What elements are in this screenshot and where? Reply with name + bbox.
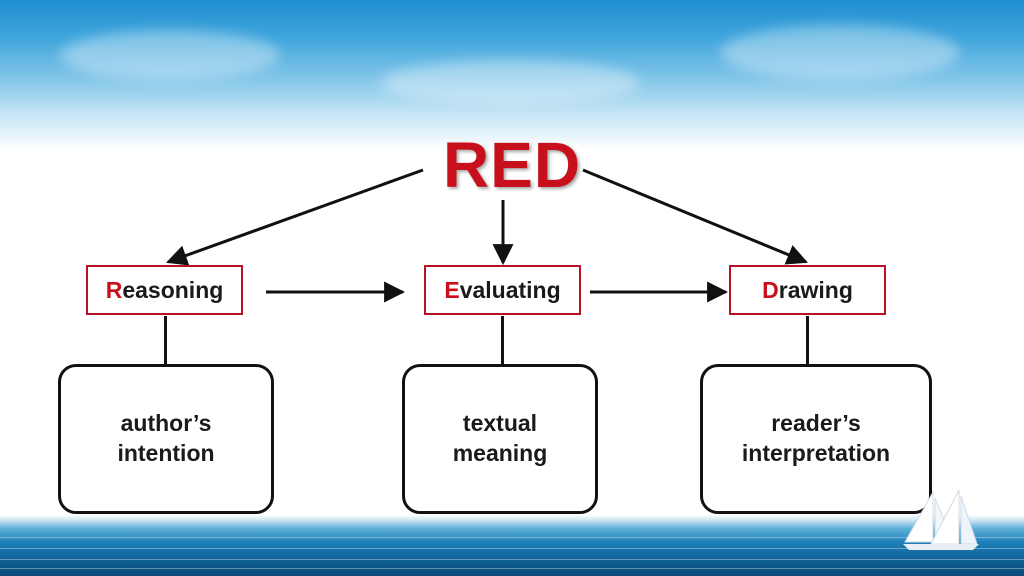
sea-background	[0, 515, 1024, 576]
page-title: RED	[442, 129, 582, 201]
sailboat-icon	[903, 489, 979, 550]
connector-evaluating-box	[501, 316, 504, 364]
box-authors-intention: author’s intention	[58, 364, 274, 514]
box-line: meaning	[452, 440, 548, 466]
step-label-rest: easoning	[122, 276, 224, 303]
box-line: intention	[117, 440, 215, 466]
connector-reasoning-box	[164, 316, 167, 364]
arrow-red-to-reasoning	[166, 168, 424, 266]
step-label-rest: valuating	[459, 276, 561, 303]
box-line: textual	[462, 410, 538, 437]
box-line: interpretation	[741, 440, 891, 466]
arrow-red-to-drawing	[582, 168, 808, 265]
box-textual-meaning: textual meaning	[402, 364, 598, 514]
box-readers-interpretation: reader’s interpretation	[700, 364, 932, 514]
box-line: reader’s	[771, 410, 861, 437]
step-initial: E	[444, 276, 460, 303]
step-initial: D	[762, 276, 779, 303]
box-line: author’s	[120, 410, 212, 437]
sky-background	[0, 0, 1024, 150]
step-initial: R	[105, 276, 123, 303]
connector-drawing-box	[806, 316, 809, 364]
step-label-rest: rawing	[778, 276, 853, 303]
